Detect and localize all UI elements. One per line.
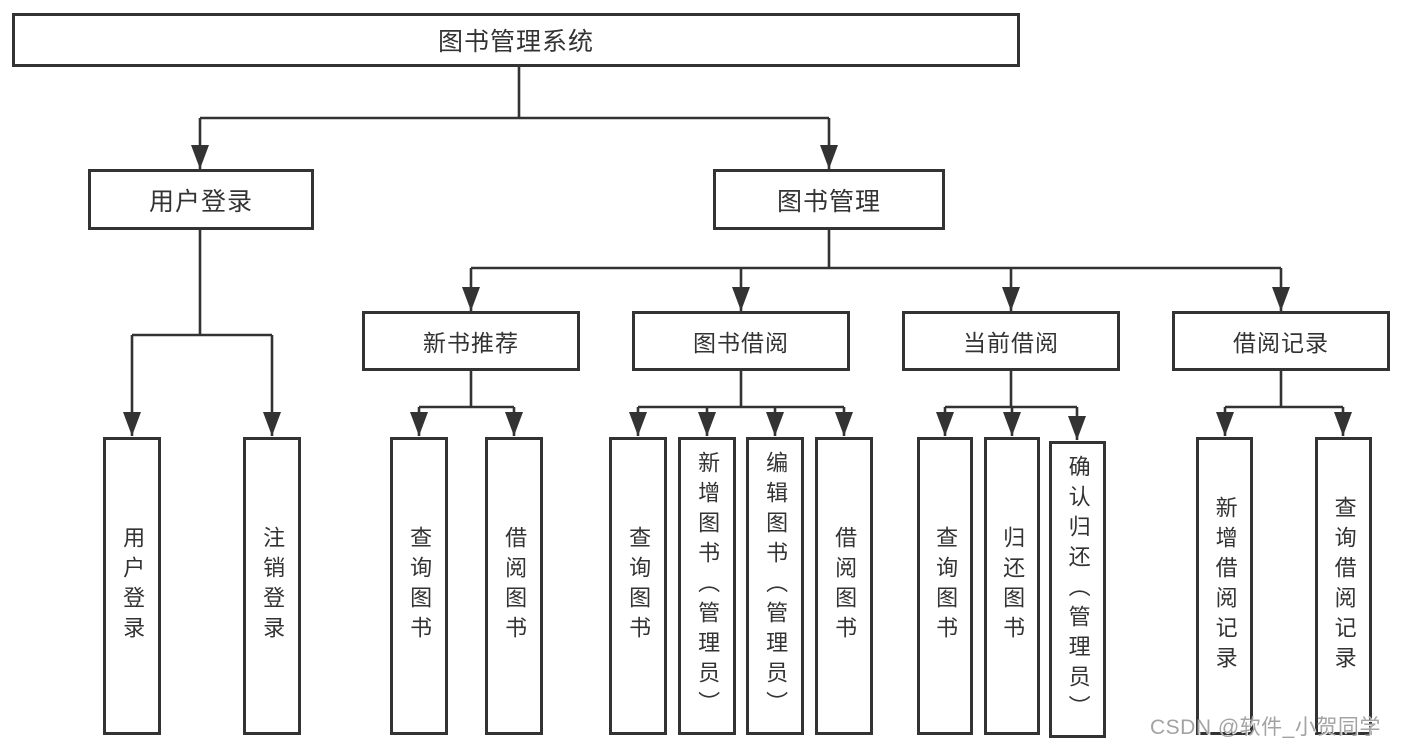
leaf-user-login: 用户登录	[103, 437, 161, 735]
leaf-confirm-return-admin: 确认归还（管理员）	[1049, 441, 1106, 738]
leaf-borrow-books-borrow-label: 借阅图书	[832, 526, 858, 646]
node-user-login: 用户登录	[88, 169, 314, 230]
leaf-borrow-books-borrow: 借阅图书	[815, 437, 873, 735]
node-new-book-recommendation-label: 新书推荐	[423, 330, 519, 356]
leaf-return-book: 归还图书	[984, 437, 1040, 735]
leaf-borrow-books-recommend: 借阅图书	[485, 437, 543, 735]
leaf-query-books-recommend: 查询图书	[390, 437, 448, 735]
leaf-query-books-current: 查询图书	[917, 437, 973, 735]
leaf-edit-book-admin: 编辑图书（管理员）	[746, 437, 804, 735]
leaf-add-borrow-record: 新增借阅记录	[1196, 437, 1253, 735]
leaf-query-borrow-record-label: 查询借阅记录	[1331, 496, 1357, 676]
node-book-management-label: 图书管理	[776, 187, 881, 216]
leaf-add-book-admin-label: 新增图书（管理员）	[695, 451, 721, 721]
watermark-text: CSDN @软件_小贺同学	[1150, 716, 1381, 739]
leaf-query-books-borrow-label: 查询图书	[626, 526, 652, 646]
leaf-borrow-books-recommend-label: 借阅图书	[502, 526, 528, 646]
node-root-label: 图书管理系统	[437, 28, 594, 56]
leaf-edit-book-admin-label: 编辑图书（管理员）	[763, 451, 789, 721]
leaf-query-books-recommend-label: 查询图书	[407, 526, 433, 646]
leaf-return-book-label: 归还图书	[1000, 526, 1026, 646]
leaf-confirm-return-admin-label: 确认归还（管理员）	[1065, 454, 1091, 725]
leaf-query-books-current-label: 查询图书	[933, 526, 959, 646]
leaf-add-book-admin: 新增图书（管理员）	[678, 437, 736, 735]
node-book-borrowing: 图书借阅	[632, 311, 850, 371]
node-user-login-label: 用户登录	[148, 187, 253, 216]
node-current-borrowing: 当前借阅	[902, 311, 1120, 371]
node-new-book-recommendation: 新书推荐	[362, 311, 580, 371]
node-borrowing-records: 借阅记录	[1172, 311, 1390, 371]
leaf-logout: 注销登录	[243, 437, 301, 735]
leaf-user-login-label: 用户登录	[120, 526, 146, 646]
node-current-borrowing-label: 当前借阅	[963, 330, 1059, 356]
leaf-query-borrow-record: 查询借阅记录	[1315, 437, 1372, 735]
leaf-logout-label: 注销登录	[260, 526, 286, 646]
node-root: 图书管理系统	[12, 13, 1020, 67]
leaf-query-books-borrow: 查询图书	[609, 437, 667, 735]
leaf-add-borrow-record-label: 新增借阅记录	[1212, 496, 1238, 676]
node-book-borrowing-label: 图书借阅	[693, 330, 789, 356]
node-book-management: 图书管理	[713, 169, 945, 230]
node-borrowing-records-label: 借阅记录	[1233, 330, 1329, 356]
